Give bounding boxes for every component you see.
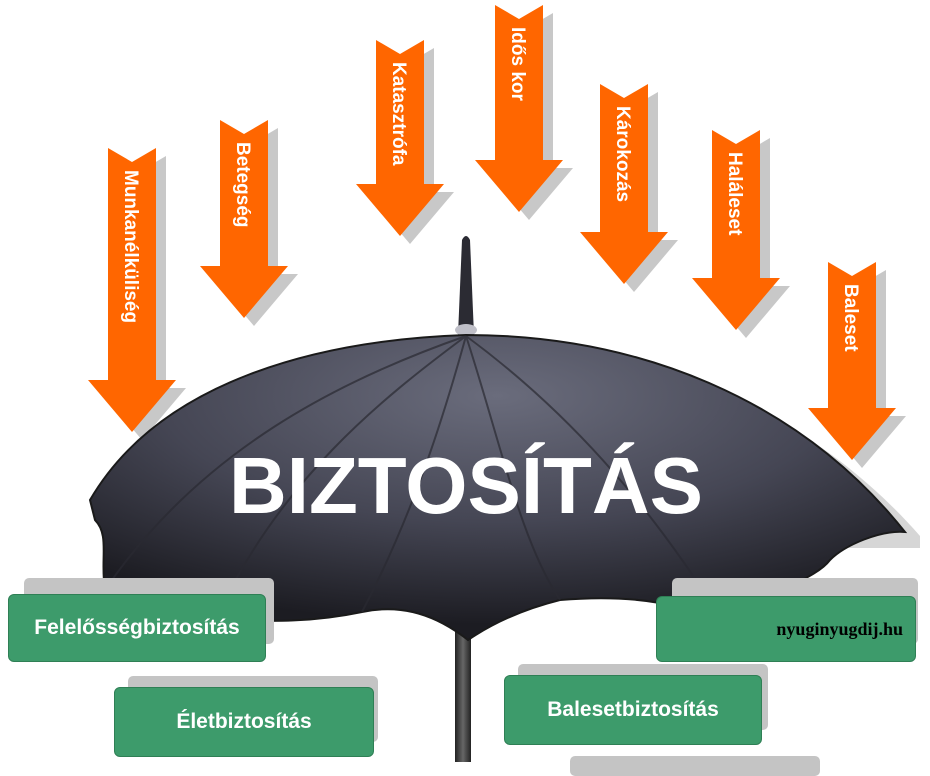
box-shadow-5 <box>570 756 820 776</box>
risk-arrow-label: Betegség <box>232 142 253 228</box>
insurance-box-balesetbiztositas: Balesetbiztosítás <box>504 675 762 745</box>
umbrella-tip <box>458 236 474 335</box>
risk-arrow: Betegség <box>200 120 298 326</box>
watermark: nyuginyugdij.hu <box>776 618 903 639</box>
risk-arrow: Károkozás <box>580 84 678 292</box>
risk-arrow-label: Munkanélküliség <box>120 170 141 323</box>
risk-arrow: Idős kor <box>475 5 573 220</box>
risk-arrow-label: Idős kor <box>507 27 528 102</box>
risk-arrow-label: Baleset <box>840 284 861 352</box>
umbrella-shaft <box>455 600 471 762</box>
insurance-box-label: Balesetbiztosítás <box>547 698 719 721</box>
insurance-box-eletbiztositas: Életbiztosítás <box>114 687 374 757</box>
risk-arrow: Baleset <box>808 262 906 468</box>
risk-arrow: Munkanélküliség <box>88 148 186 440</box>
risk-arrow-label: Károkozás <box>612 106 633 202</box>
risk-arrow-label: Haláleset <box>724 152 745 236</box>
risk-arrow-body <box>88 148 176 432</box>
insurance-box-label: Felelősségbiztosítás <box>34 616 240 639</box>
risk-arrow-body <box>200 120 288 318</box>
insurance-box-felelossegbiztositas: Felelősségbiztosítás <box>8 594 266 662</box>
umbrella-cap <box>455 324 477 336</box>
risk-arrow: Katasztrófa <box>356 40 454 244</box>
risk-arrows: Munkanélküliség Betegség Katasztrófa Idős k… <box>88 5 906 468</box>
insurance-box-label: Életbiztosítás <box>176 710 312 733</box>
risk-arrow-label: Katasztrófa <box>388 62 409 166</box>
risk-arrow-body <box>808 262 896 460</box>
title: BIZTOSÍTÁS <box>229 441 703 530</box>
watermark-box: nyuginyugdij.hu <box>656 596 916 662</box>
risk-arrow: Haláleset <box>692 130 790 338</box>
risk-arrow-body <box>475 5 563 212</box>
risk-arrow-body <box>356 40 444 236</box>
risk-arrow-body <box>580 84 668 284</box>
risk-arrow-body <box>692 130 780 330</box>
